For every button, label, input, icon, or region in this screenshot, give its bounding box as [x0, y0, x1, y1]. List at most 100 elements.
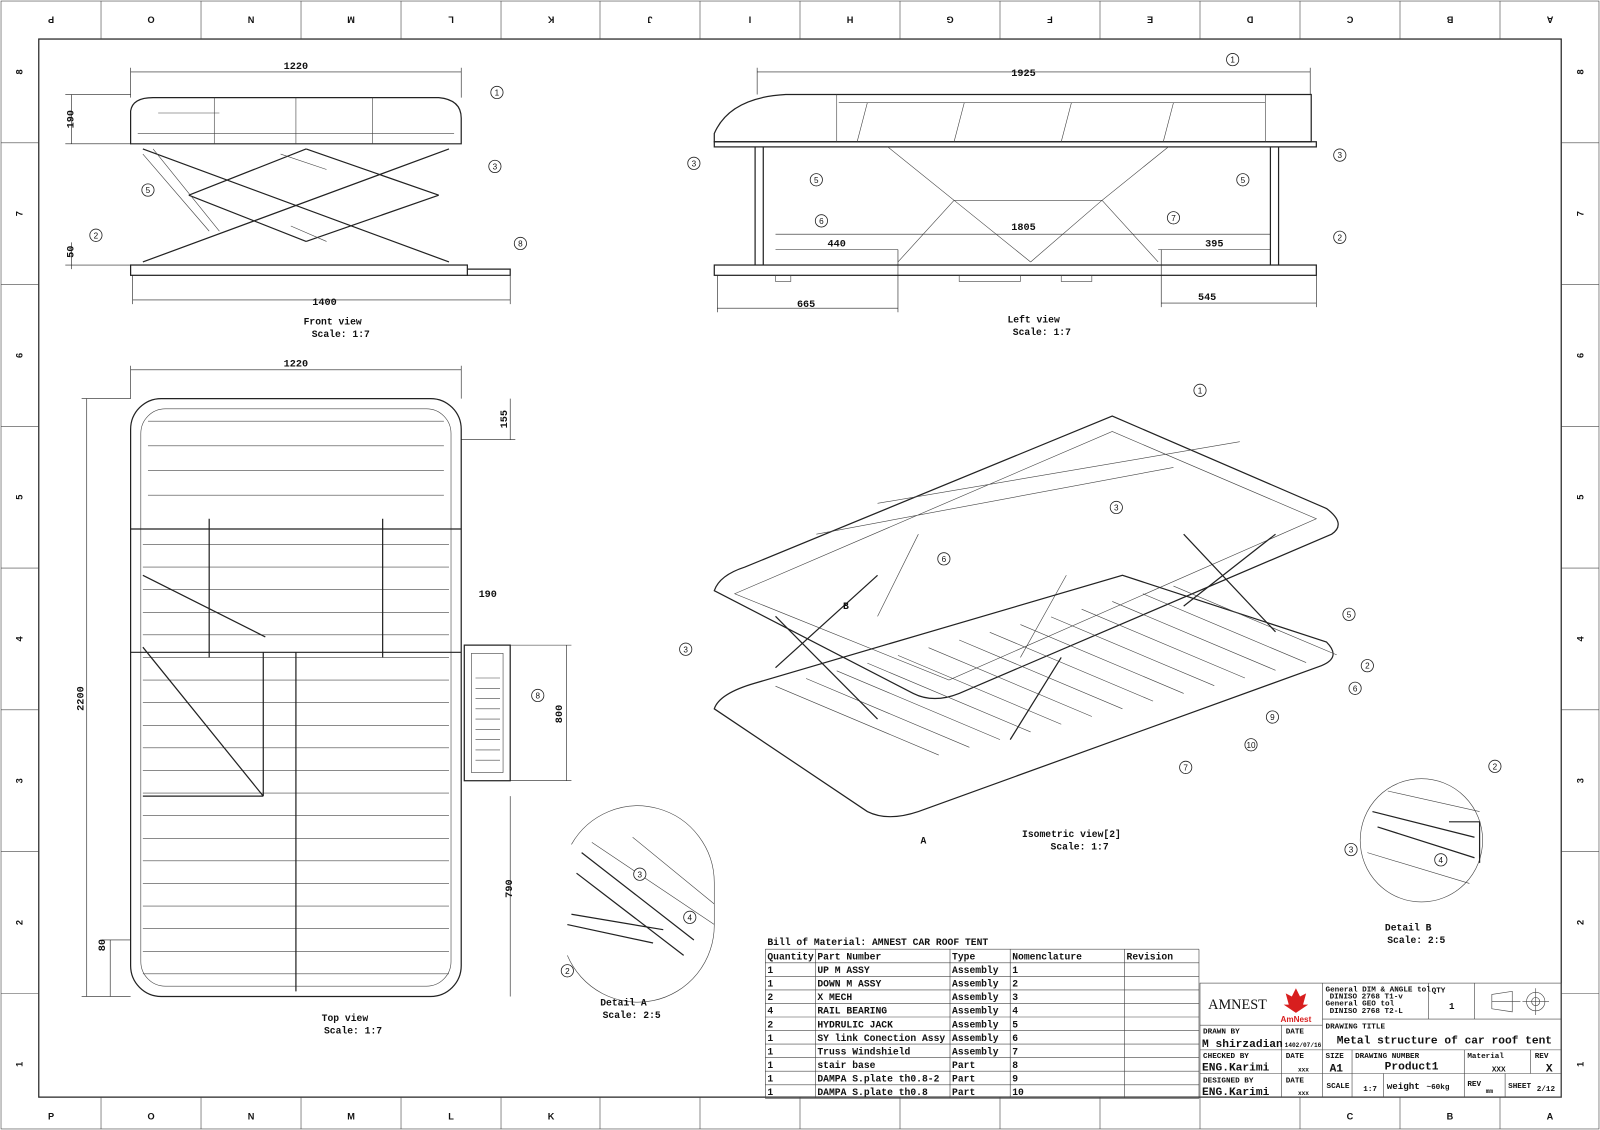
- bom-cell: 1: [767, 1073, 773, 1084]
- zone-label-top: B: [1446, 14, 1453, 24]
- tolerance-line-3: General GEO tol: [1326, 1001, 1395, 1009]
- bom-cell: Assembly: [952, 992, 999, 1003]
- bom-cell: Assembly: [952, 965, 999, 976]
- bom-header: Quantity: [767, 951, 814, 962]
- part-balloon: 3: [679, 642, 693, 656]
- isometric-view: [713, 415, 1339, 818]
- zone-label-left: 5: [14, 495, 24, 500]
- checked-date-label: DATE: [1286, 1053, 1305, 1061]
- zone-label-top: H: [846, 14, 853, 24]
- bom-cell: Part: [952, 1060, 975, 1071]
- balloon-number: 9: [1270, 713, 1275, 722]
- part-balloon: 6: [937, 552, 951, 566]
- scale-label: SCALE: [1327, 1083, 1350, 1091]
- balloon-number: 3: [683, 645, 688, 654]
- balloon-number: 6: [819, 217, 824, 226]
- zone-label-top: A: [1546, 14, 1553, 24]
- zone-label-top: M: [347, 14, 355, 24]
- dimension-value: 50: [65, 246, 77, 258]
- tolerance-line-2: DINISO 2768 T1-v: [1330, 993, 1404, 1001]
- zone-label-top: D: [1246, 14, 1253, 24]
- bom-cell: DOWN M ASSY: [817, 979, 881, 990]
- dimension-value: 1400: [312, 297, 336, 309]
- zone-label-top: G: [946, 14, 953, 24]
- zone-label-bottom: A: [1547, 1112, 1554, 1122]
- view-scale: Scale: 2:5: [603, 1010, 661, 1021]
- detail-marker: A: [921, 835, 927, 846]
- bom-cell: 2: [767, 992, 773, 1003]
- drawing-number-label: DRAWING NUMBER: [1355, 1053, 1420, 1061]
- rev-label: REV: [1535, 1053, 1549, 1061]
- zone-label-right: 5: [1576, 495, 1586, 500]
- dimension-value: 440: [828, 239, 846, 251]
- bom-cell: Assembly: [952, 1046, 999, 1057]
- drawing-title: Metal structure of car roof tent: [1337, 1036, 1552, 1048]
- bom-cell: DAMPA S.plate th0.8-2: [817, 1073, 939, 1084]
- part-balloon: 5: [141, 183, 155, 197]
- drawing-number: Product1: [1385, 1061, 1439, 1073]
- scale-value: 1:7: [1363, 1086, 1377, 1094]
- dimension-value: 790: [504, 879, 516, 897]
- balloon-number: 5: [1347, 610, 1352, 619]
- balloon-number: 6: [942, 555, 947, 564]
- zone-label-left: 2: [14, 920, 24, 925]
- part-balloon: 1: [1193, 383, 1207, 397]
- balloon-number: 2: [1338, 233, 1343, 242]
- zone-label-top: I: [749, 14, 752, 24]
- zone-label-top: L: [448, 14, 454, 24]
- zone-label-right: 6: [1576, 353, 1586, 358]
- bom-cell: Assembly: [952, 979, 999, 990]
- part-balloon: 2: [1333, 230, 1347, 244]
- bom-cell: 3: [1012, 992, 1018, 1003]
- balloon-number: 4: [688, 913, 693, 922]
- balloon-number: 3: [638, 870, 643, 879]
- balloon-number: 4: [1439, 856, 1444, 865]
- part-balloon: 2: [1488, 759, 1502, 773]
- part-balloon: 6: [814, 214, 828, 228]
- bom-cell: 9: [1012, 1073, 1018, 1084]
- part-balloon: 4: [1434, 853, 1448, 867]
- dimension-value: 2200: [76, 686, 88, 711]
- weight-value: ~60kg: [1427, 1084, 1450, 1092]
- part-balloon: 4: [683, 910, 697, 924]
- zone-label-bottom: C: [1347, 1112, 1354, 1122]
- title-block: AMNEST AmNest General DIM & ANGLE tol DI…: [1199, 982, 1562, 1099]
- dimension-value: 80: [97, 939, 109, 951]
- qty-label: QTY: [1432, 987, 1446, 995]
- bom-cell: 2: [767, 1019, 773, 1030]
- balloon-number: 7: [1183, 763, 1188, 772]
- part-balloon: 7: [1179, 760, 1193, 774]
- view-title: Detail B: [1385, 923, 1432, 934]
- zone-label-left: 7: [14, 211, 24, 216]
- part-balloon: 1: [490, 85, 504, 100]
- balloon-number: 2: [94, 231, 99, 240]
- balloon-number: 2: [1493, 762, 1498, 771]
- view-scale: Scale: 1:7: [312, 329, 370, 340]
- part-balloon: 2: [89, 228, 103, 242]
- drawing-title-label: DRAWING TITLE: [1326, 1023, 1386, 1031]
- balloon-number: 8: [518, 240, 523, 249]
- zone-label-left: 6: [14, 353, 24, 358]
- part-balloon: 7: [1166, 211, 1181, 225]
- part-balloon: 8: [531, 688, 545, 703]
- balloon-number: 6: [1353, 684, 1358, 693]
- material-value: XXX: [1492, 1066, 1506, 1074]
- drawn-date: 1402/07/16: [1285, 1042, 1322, 1049]
- part-balloon: 2: [560, 964, 574, 978]
- bom-cell: 1: [767, 979, 773, 990]
- tolerance-line-1: General DIM & ANGLE tol: [1326, 986, 1432, 994]
- view-title: Isometric view[2]: [1022, 829, 1121, 840]
- balloon-number: 3: [493, 162, 498, 171]
- view-title: Detail A: [600, 998, 647, 1009]
- bom-cell: Part: [952, 1073, 975, 1084]
- zone-label-right: 2: [1576, 920, 1586, 925]
- zone-label-left: 3: [14, 778, 24, 783]
- designed-by: ENG.Karimi: [1202, 1087, 1270, 1099]
- bom-cell: DAMPA S.plate th0.8: [817, 1087, 928, 1098]
- part-balloon: 3: [1109, 500, 1123, 515]
- zone-label-right: 4: [1576, 636, 1586, 642]
- designed-date: xxx: [1298, 1090, 1309, 1097]
- zone-label-bottom: N: [248, 1112, 255, 1122]
- weight-label: weight: [1387, 1081, 1420, 1092]
